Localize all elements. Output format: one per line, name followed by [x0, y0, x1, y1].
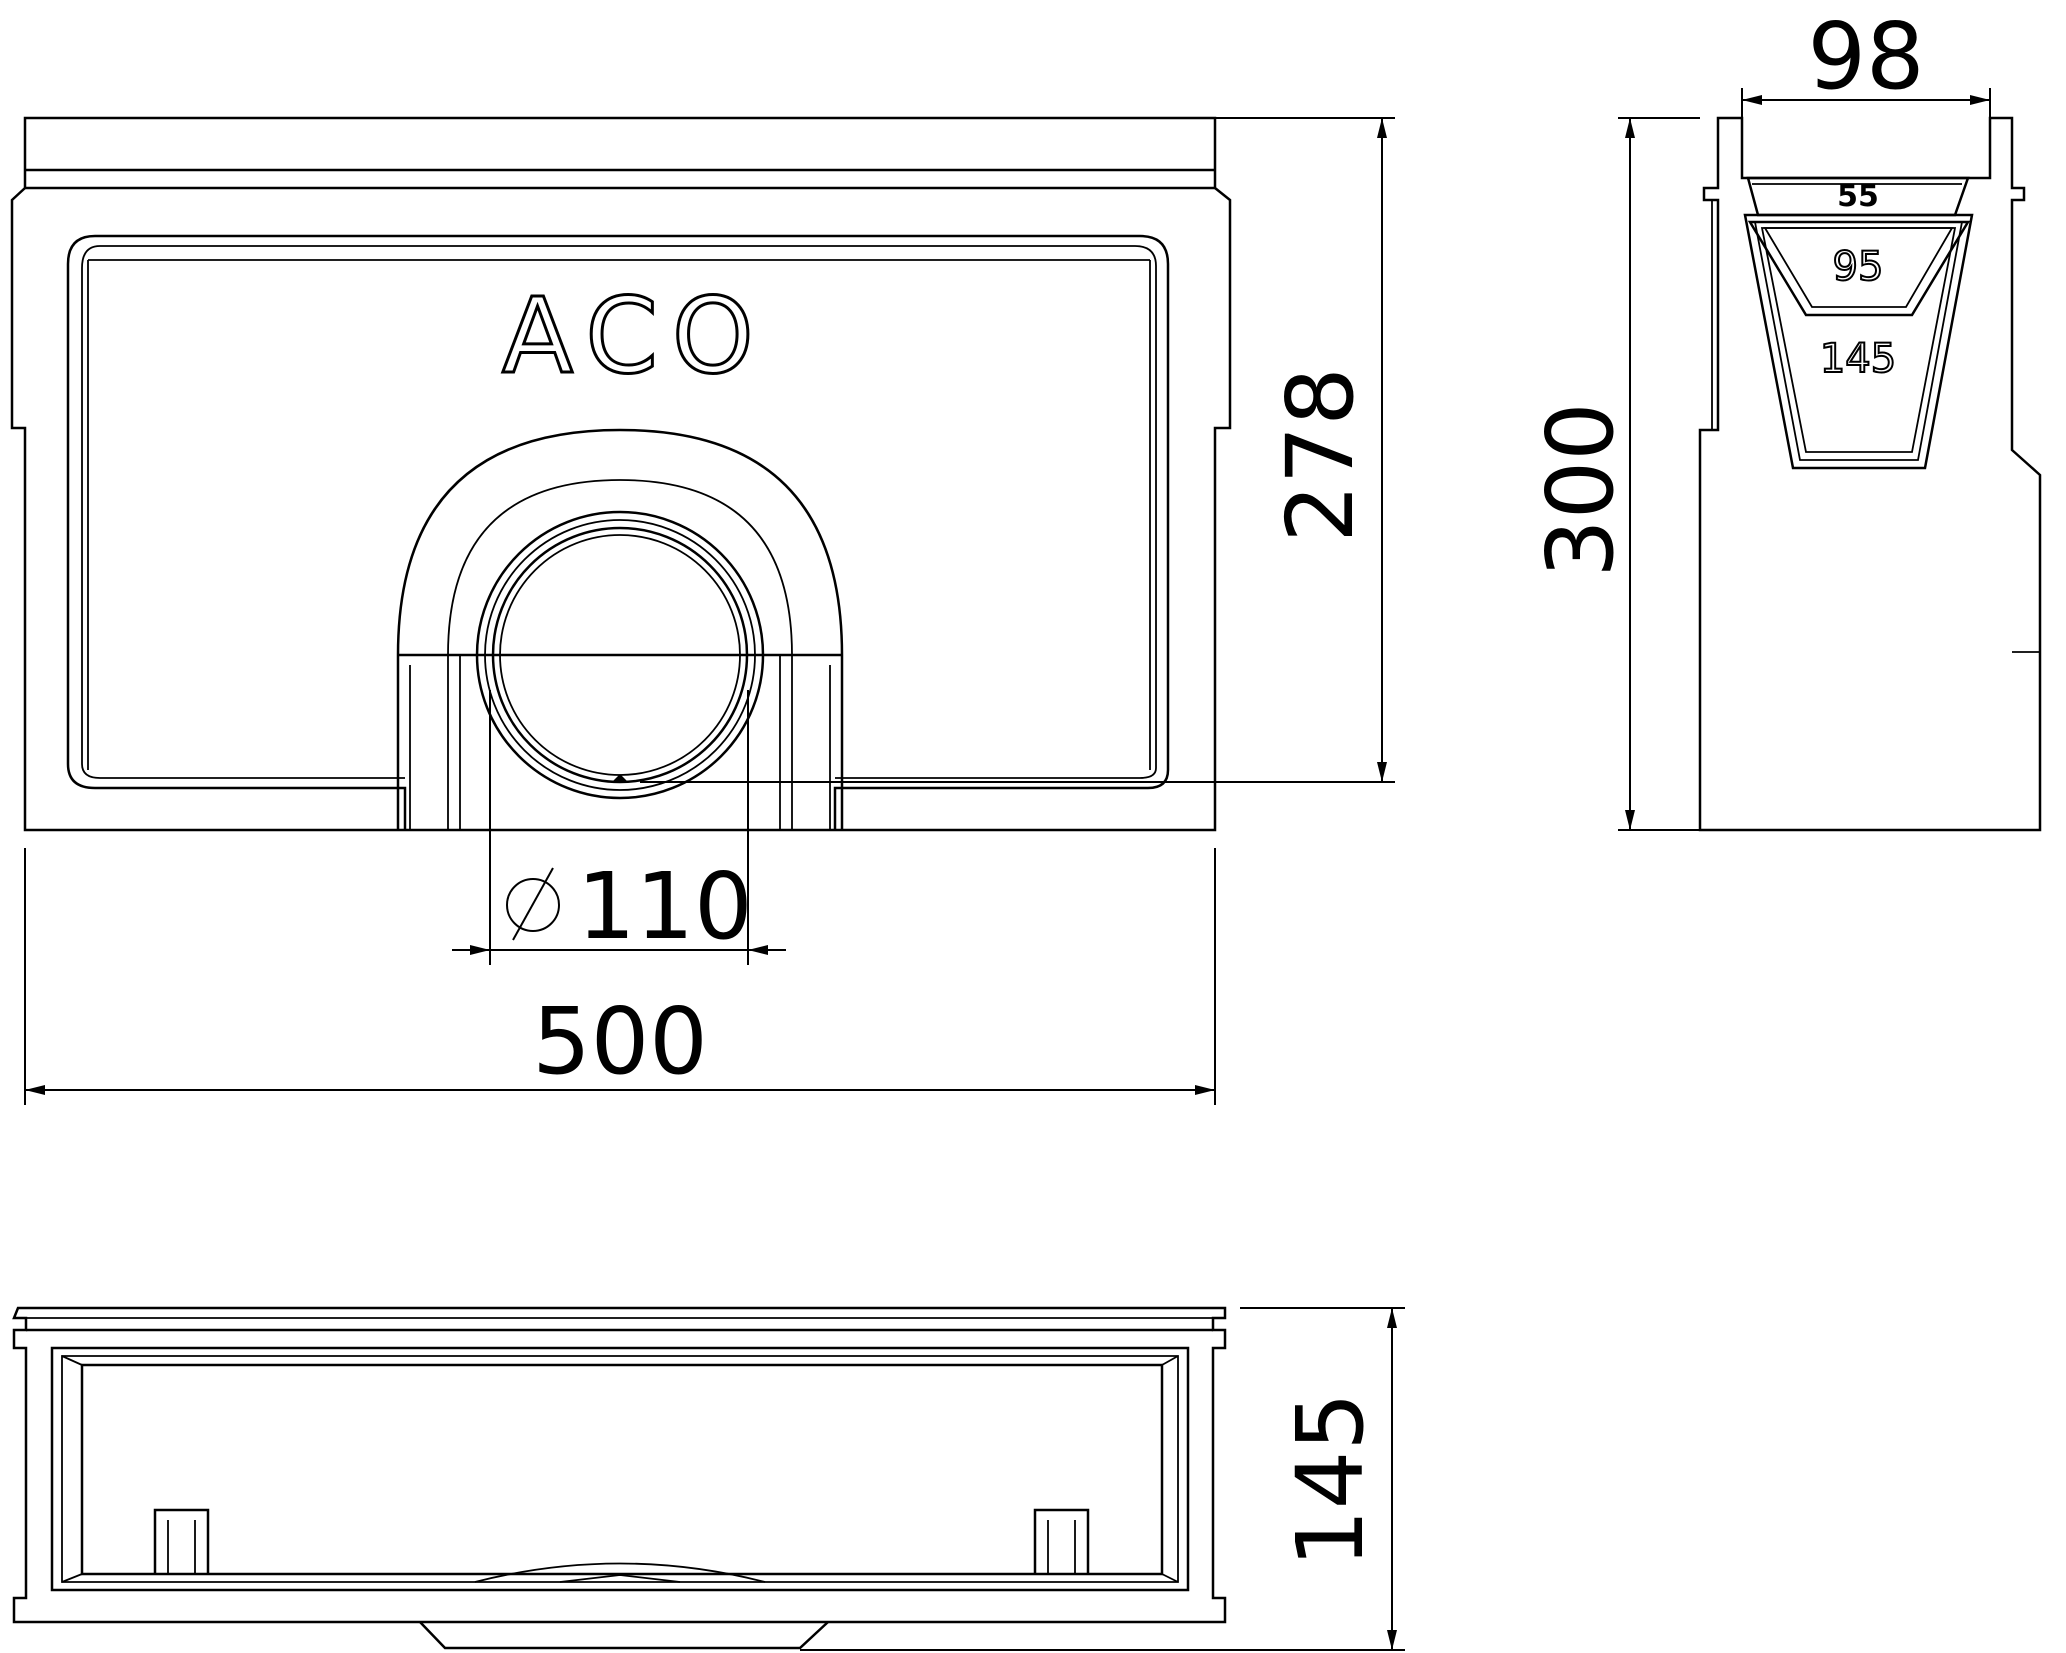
side-view: 55 95 145 98 300: [1527, 3, 2042, 832]
invert-mark-icon: [612, 774, 628, 782]
height-300-label: 300: [1527, 402, 1634, 578]
diameter-symbol-icon: [506, 867, 560, 941]
profile-95-label: 95: [1833, 244, 1884, 290]
width-98-label: 98: [1807, 3, 1924, 110]
profile-55-label: 55: [1837, 179, 1879, 214]
depth-145-label: 145: [1277, 1392, 1384, 1568]
front-view: ACO 278 500 110: [10, 116, 1395, 1105]
aco-logo: ACO: [502, 275, 768, 397]
profile-145-label: 145: [1820, 336, 1896, 382]
height-278-label: 278: [1267, 367, 1374, 543]
top-view: 145: [12, 1306, 1405, 1651]
outlet-110-label: 110: [577, 853, 753, 960]
width-500-label: 500: [532, 988, 708, 1095]
